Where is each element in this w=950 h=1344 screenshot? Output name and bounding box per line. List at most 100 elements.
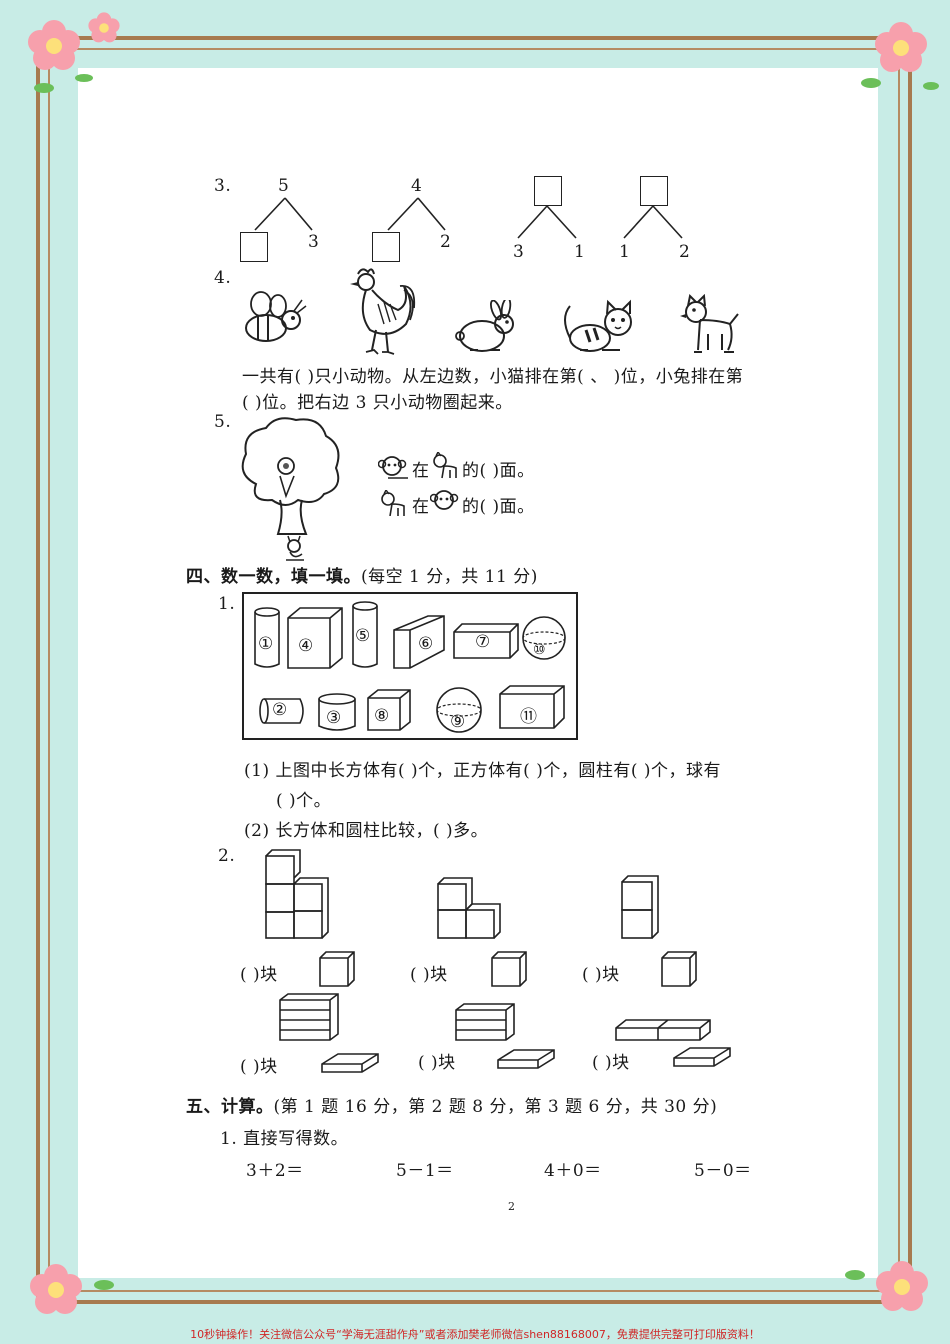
- equation-3: 4＋0＝: [544, 1161, 602, 1181]
- shape-label-2: ②: [272, 700, 288, 720]
- tree-3-branches: [517, 205, 577, 239]
- tree-4-top-box[interactable]: [640, 176, 668, 206]
- worksheet-paper: [78, 68, 878, 1278]
- shape-label-5: ⑤: [355, 626, 371, 646]
- cuboid-flat-shape: [453, 623, 519, 659]
- tree-3-top-box[interactable]: [534, 176, 562, 206]
- tree-4-left: 1: [619, 242, 631, 262]
- block-stack-2: [437, 877, 501, 939]
- section-4-question-2-label: 2.: [218, 846, 236, 866]
- tree-2-right: 2: [440, 232, 452, 252]
- question-4-line-2: ( )位。把右边 3 只小动物圈起来。: [242, 393, 513, 413]
- equation-2: 5－1＝: [396, 1161, 454, 1181]
- section-5-note: (第 1 题 16 分，第 2 题 8 分，第 3 题 6 分，共 30 分): [273, 1097, 718, 1117]
- tree-1-branches: [254, 197, 313, 231]
- shape-label-1: ①: [258, 634, 274, 654]
- slab-stack-1: [279, 993, 339, 1041]
- question-3-label: 3.: [214, 176, 232, 196]
- section-4-note: (每空 1 分，共 11 分): [361, 567, 538, 587]
- shape-label-6: ⑥: [418, 634, 434, 654]
- shape-label-9: ⑨: [450, 712, 466, 732]
- flower-decoration-bottom-right: [845, 1261, 928, 1311]
- cube-small-shape: [367, 689, 411, 731]
- bee-icon: [245, 291, 307, 342]
- section-4-question-1-label: 1.: [218, 594, 236, 614]
- question-4-label: 4.: [214, 268, 232, 288]
- equation-1: 3＋2＝: [246, 1161, 304, 1181]
- blocks-answer-1: ( )块: [240, 965, 278, 985]
- tree-3-right: 1: [574, 242, 586, 262]
- shape-label-3: ③: [326, 708, 342, 728]
- unit-cube-icon-3: [661, 951, 697, 987]
- section-5-question-1: 1. 直接写得数。: [220, 1129, 349, 1149]
- slabs-answer-1: ( )块: [240, 1057, 278, 1077]
- cuboid-tilted-shape: [393, 615, 445, 669]
- tree-4-branches: [623, 205, 683, 239]
- section-4-question-1-sub-2: (2) 长方体和圆柱比较，( )多。: [244, 821, 489, 841]
- question-5-row-1-answer: 的( )面。: [462, 461, 535, 481]
- dog-icon: [680, 294, 739, 353]
- cylinder-tall-shape: [352, 601, 378, 668]
- question-5-label: 5.: [214, 412, 232, 432]
- question-5-row-2-at: 在: [412, 497, 430, 517]
- dog-small-icon-2: [381, 490, 405, 516]
- solid-shapes-box: [242, 592, 578, 740]
- question-5-row-1-at: 在: [412, 461, 430, 481]
- shape-label-8: ⑧: [374, 706, 390, 726]
- blocks-answer-2: ( )块: [410, 965, 448, 985]
- tree-with-monkey-icon: [241, 417, 340, 561]
- question-4-line-1: 一共有( )只小动物。从左边数，小猫排在第( 、 )位，小兔排在第: [242, 367, 744, 387]
- flower-decoration-top-right: [861, 22, 939, 90]
- shape-label-4: ④: [298, 636, 314, 656]
- tree-4-right: 2: [679, 242, 691, 262]
- section-4-title: 四、数一数，填一填。: [186, 567, 361, 587]
- page-number: 2: [508, 1200, 515, 1213]
- sphere-shape: [522, 616, 566, 660]
- tree-1-top: 5: [278, 176, 290, 196]
- tree-3-left: 3: [513, 242, 525, 262]
- tree-1-right: 3: [308, 232, 320, 252]
- monkey-icon: [378, 456, 408, 479]
- monkey-icon-2: [430, 490, 459, 510]
- question-5-row-2-answer: 的( )面。: [462, 497, 535, 517]
- rooster-icon: [350, 268, 416, 355]
- slab-stack-2: [455, 1003, 515, 1041]
- section-4-heading: 四、数一数，填一填。(每空 1 分，共 11 分): [186, 562, 538, 587]
- dog-small-icon: [433, 452, 457, 479]
- shape-label-7: ⑦: [475, 632, 491, 652]
- cat-icon: [564, 299, 632, 352]
- flower-decoration-bottom-left: [30, 1264, 114, 1314]
- cylinder-short-shape: [318, 693, 356, 731]
- equation-4: 5－0＝: [694, 1161, 752, 1181]
- cylinder-lying-shape: [259, 698, 304, 724]
- section-4-question-1-sub-1: (1) 上图中长方体有( )个，正方体有( )个，圆柱有( )个，球有: [244, 761, 721, 781]
- section-4-question-1-sub-1-cont: ( )个。: [276, 791, 332, 811]
- section-5-title: 五、计算。: [186, 1097, 274, 1117]
- footer-promo-text: 10秒钟操作！关注微信公众号“学海无涯甜作舟”或者添加樊老师微信shen8816…: [190, 1328, 760, 1341]
- slab-row-3: [615, 1019, 711, 1041]
- page-frame: [36, 36, 912, 1304]
- tree-2-left-box[interactable]: [372, 232, 400, 262]
- page-frame-inner: [48, 48, 900, 1292]
- cylinder-shape: [254, 607, 280, 668]
- unit-slab-icon-3: [673, 1047, 731, 1067]
- tree-2-branches: [387, 197, 446, 231]
- slabs-answer-2: ( )块: [418, 1053, 456, 1073]
- flower-decoration-top-left: [28, 12, 120, 93]
- section-5-heading: 五、计算。(第 1 题 16 分，第 2 题 8 分，第 3 题 6 分，共 3…: [186, 1092, 717, 1117]
- shape-label-10: ⑩: [533, 642, 547, 658]
- unit-slab-icon-2: [497, 1049, 555, 1069]
- block-stack-1: [265, 849, 329, 939]
- rabbit-icon: [455, 300, 514, 352]
- tree-1-left-box[interactable]: [240, 232, 268, 262]
- slabs-answer-3: ( )块: [592, 1053, 630, 1073]
- blocks-answer-3: ( )块: [582, 965, 620, 985]
- cube-shape: [287, 607, 343, 669]
- shape-label-11: ⑪: [520, 707, 538, 727]
- unit-slab-icon: [321, 1053, 379, 1073]
- cuboid-large-shape: [499, 685, 565, 729]
- sphere-small-shape: [436, 687, 482, 733]
- unit-cube-icon: [319, 951, 355, 987]
- block-stack-3: [621, 875, 659, 939]
- unit-cube-icon-2: [491, 951, 527, 987]
